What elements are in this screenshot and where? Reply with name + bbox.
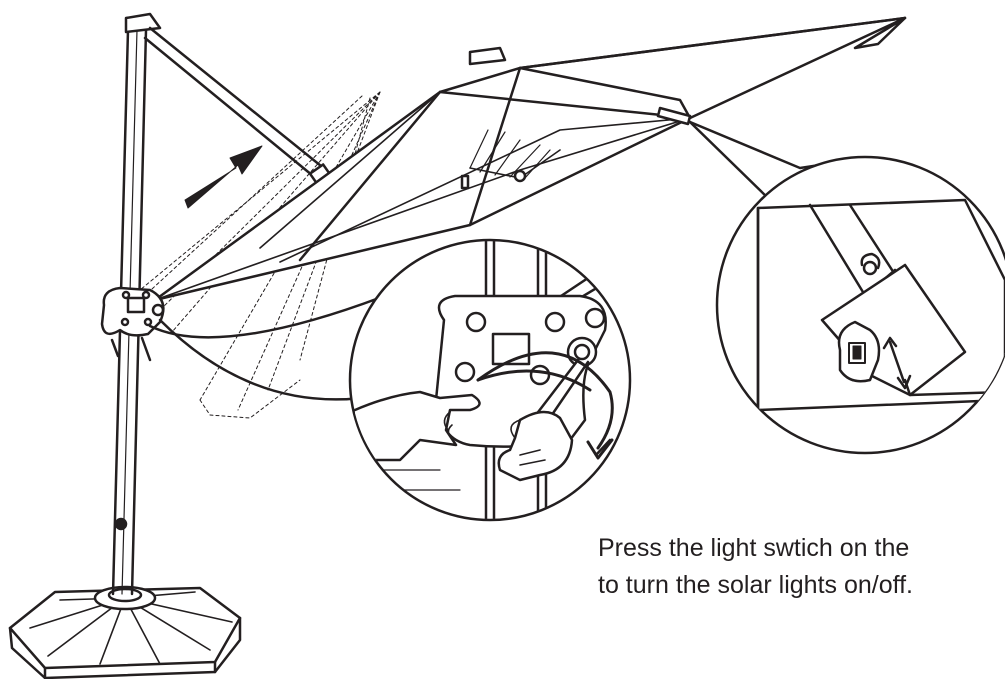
switch-icon [848,342,866,364]
caption-line-2: to turn the solar lights on/off. [598,571,914,599]
crank-hub [100,286,165,362]
umbrella-arm [143,26,332,185]
up-down-arrow-icon [882,336,912,390]
arrow-up-right-icon [184,145,263,209]
umbrella-canopy [153,16,907,302]
hub-callout [148,290,397,401]
rotate-clockwise-icon [586,438,614,460]
caption-line-1: Press the light swtich on the [598,534,910,562]
umbrella-base [8,585,242,679]
switch-detail-circle [715,155,1005,455]
crank-detail-circle [348,238,632,522]
